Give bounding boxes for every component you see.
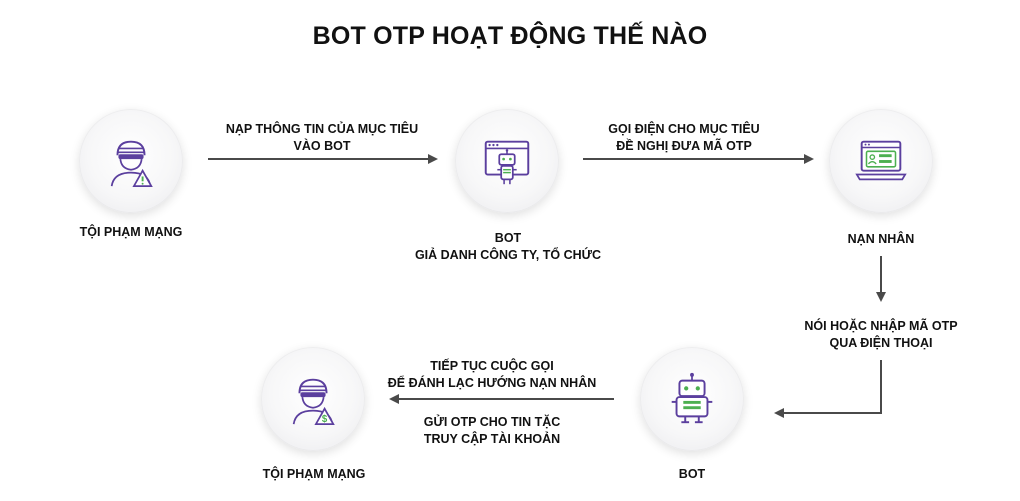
step4a-line2: ĐỂ ĐÁNH LẠC HƯỚNG NẠN NHÂN bbox=[387, 376, 597, 390]
bot-top-line2: GIẢ DANH CÔNG TY, TỔ CHỨC bbox=[414, 248, 602, 262]
laptop-id-card-icon bbox=[855, 140, 907, 181]
label-bot-top: BOT GIẢ DANH CÔNG TY, TỔ CHỨC bbox=[384, 230, 632, 264]
step4a-line1: TIẾP TỤC CUỘC GỌI bbox=[430, 359, 554, 373]
node-bot-top bbox=[455, 109, 559, 213]
hacker-warning-icon bbox=[110, 140, 153, 188]
label-criminal-top: TỘI PHẠM MẠNG bbox=[79, 225, 183, 239]
diagram-title: BOT OTP HOẠT ĐỘNG THẾ NÀO bbox=[312, 22, 708, 50]
step4b-line2: TRUY CẬP TÀI KHOẢN bbox=[423, 432, 561, 446]
step3-line2: QUA ĐIỆN THOẠI bbox=[829, 336, 933, 350]
node-criminal-top bbox=[79, 109, 183, 213]
node-bot-bottom bbox=[640, 347, 744, 451]
hacker-money-icon: $ bbox=[292, 378, 335, 425]
step1-line2: VÀO BOT bbox=[293, 139, 351, 153]
step2-label: GỌI ĐIỆN CHO MỤC TIÊU ĐỀ NGHỊ ĐƯA MÃ OTP bbox=[584, 121, 784, 155]
arrow-otp-to-bot bbox=[774, 360, 882, 418]
step3-label: NÓI HOẶC NHẬP MÃ OTP QUA ĐIỆN THOẠI bbox=[793, 318, 969, 352]
step2-line1: GỌI ĐIỆN CHO MỤC TIÊU bbox=[608, 122, 760, 136]
step4b-label: GỬI OTP CHO TIN TẶC TRUY CẬP TÀI KHOẢN bbox=[376, 414, 608, 448]
label-criminal-bottom: TỘI PHẠM MẠNG bbox=[262, 467, 366, 481]
step1-line1: NẠP THÔNG TIN CỦA MỤC TIÊU bbox=[225, 122, 419, 136]
step1-label: NẠP THÔNG TIN CỦA MỤC TIÊU VÀO BOT bbox=[202, 121, 442, 155]
node-criminal-bottom: $ bbox=[261, 347, 365, 451]
step4b-line1: GỬI OTP CHO TIN TẶC bbox=[423, 415, 561, 429]
step4a-label: TIẾP TỤC CUỘC GỌI ĐỂ ĐÁNH LẠC HƯỚNG NẠN … bbox=[376, 358, 608, 392]
node-victim bbox=[829, 109, 933, 213]
robot-icon bbox=[671, 372, 713, 424]
step3-line1: NÓI HOẶC NHẬP MÃ OTP bbox=[804, 319, 958, 333]
step2-line2: ĐỀ NGHỊ ĐƯA MÃ OTP bbox=[616, 139, 752, 153]
bot-top-line1: BOT bbox=[494, 231, 522, 245]
label-bot-bottom: BOT bbox=[678, 467, 706, 481]
svg-text:$: $ bbox=[322, 414, 328, 425]
label-victim: NẠN NHÂN bbox=[847, 232, 915, 246]
bot-screen-icon bbox=[484, 140, 530, 185]
